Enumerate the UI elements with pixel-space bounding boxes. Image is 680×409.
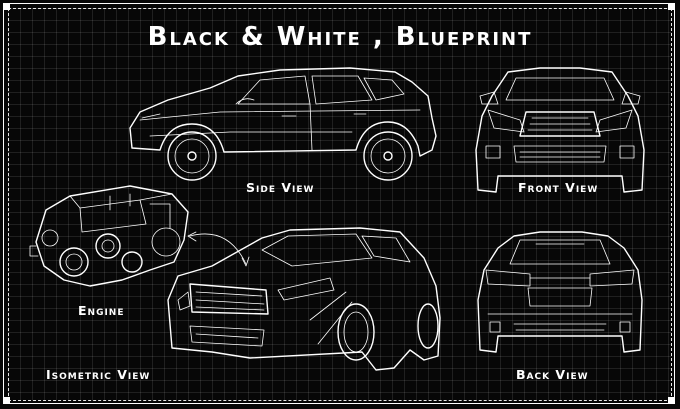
engine-label: Engine: [78, 303, 125, 318]
corner-mark: [668, 3, 675, 10]
dashed-inner-frame: [8, 8, 672, 401]
side-view-car-drawing: [129, 67, 437, 181]
outer-frame: [3, 3, 675, 404]
back-view-car-drawing: [477, 231, 643, 353]
front-view-car-drawing: [475, 67, 645, 193]
engine-drawing: [29, 185, 189, 287]
isometric-view-label: Isometric View: [46, 367, 151, 382]
corner-mark: [3, 3, 10, 10]
isometric-view-car-drawing: [167, 227, 441, 371]
corner-mark: [3, 397, 10, 404]
side-view-label: Side View: [246, 180, 315, 195]
engine-arrow: [187, 231, 250, 267]
page-title: Black & White , Blueprint: [147, 22, 533, 52]
corner-mark: [668, 397, 675, 404]
back-view-label: Back View: [516, 367, 589, 382]
front-view-label: Front View: [518, 180, 599, 195]
